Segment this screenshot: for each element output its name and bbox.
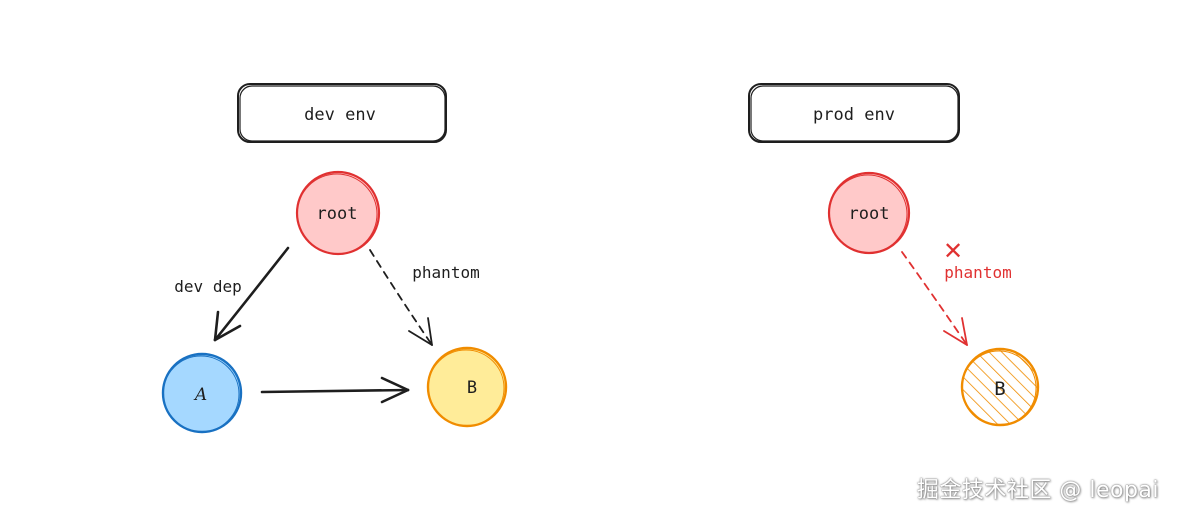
root-node-prod-label: root [849, 204, 890, 224]
edge-root-to-a [213, 246, 290, 342]
dev-env-label: dev env [304, 105, 376, 125]
blocked-x-icon: ✕ [943, 237, 963, 265]
edge-a-to-b [260, 376, 410, 404]
edge-prod-phantom-label: phantom [944, 263, 1011, 282]
root-node-prod: root [827, 171, 911, 255]
edge-root-to-b-phantom [369, 249, 433, 346]
edge-prod-phantom [901, 251, 968, 346]
b-node-label: B [467, 378, 477, 398]
b-node-dev: B [426, 346, 508, 428]
edge-dev-dep-label: dev dep [174, 277, 241, 296]
edge-phantom-label: phantom [412, 263, 479, 282]
root-node-dev: root [295, 170, 381, 256]
b-node-prod: B [960, 347, 1040, 427]
a-node-label: A [193, 385, 207, 405]
watermark: 掘金技术社区 @ leopai [916, 478, 1159, 503]
b-node-prod-label: B [994, 378, 1005, 400]
dev-env-box: dev env [237, 83, 447, 143]
root-node-label: root [317, 204, 358, 224]
prod-env-label: prod env [813, 105, 895, 125]
prod-env-box: prod env [748, 83, 960, 143]
a-node: A [161, 352, 243, 434]
